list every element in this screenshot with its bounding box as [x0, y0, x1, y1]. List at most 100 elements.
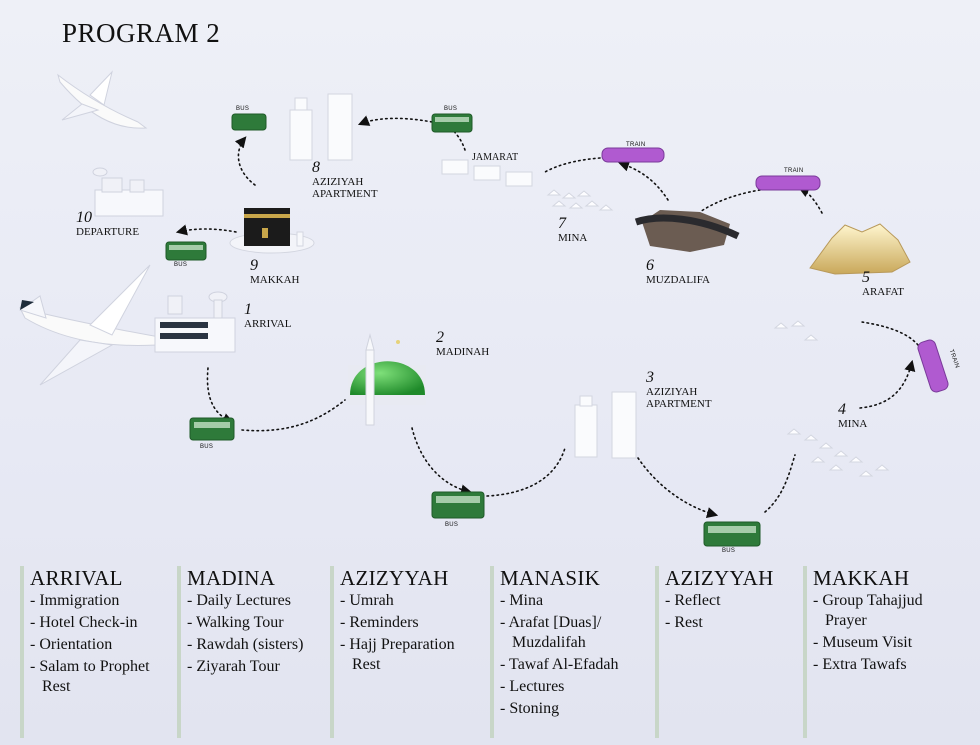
station-3-number: 3 — [646, 369, 654, 386]
route-aziziyah2-to-bus — [234, 136, 256, 186]
station-8-name-line1: AZIZIYAH — [312, 176, 364, 188]
station-7-name: MINA — [558, 232, 588, 244]
bus-tag-6: BUS — [174, 262, 188, 268]
route-muzdalifa-to-train — [617, 160, 669, 201]
station-1-name: ARRIVAL — [244, 318, 292, 330]
station-2-label: 2 MADINAH — [436, 329, 490, 359]
list-item: - Umrah — [340, 592, 394, 609]
list-item: - Extra Tawafs — [813, 656, 907, 673]
station-2-number: 2 — [436, 329, 444, 346]
route-aziziyah-to-bus — [637, 457, 719, 519]
list-item: - Reminders — [340, 614, 419, 631]
station-9-number: 9 — [250, 257, 258, 274]
station-10-name: DEPARTURE — [76, 226, 140, 238]
list-item: - Stoning — [500, 700, 560, 717]
list-item: - Mina — [500, 592, 544, 609]
train-tag-1: TRAIN — [626, 142, 646, 148]
makkah-kaaba — [229, 208, 315, 254]
arafat-mountain — [809, 223, 911, 275]
bus-tag-5: BUS — [236, 106, 250, 112]
route-madinah-to-bus — [411, 427, 473, 496]
train-mina-arafat — [917, 339, 949, 393]
jamarat-walls — [441, 159, 533, 187]
list-item: - Walking Tour — [187, 614, 284, 631]
bus-tag-3: BUS — [722, 548, 736, 554]
column-azizyyah-1: AZIZYYAH - Umrah - Reminders - Hajj Prep… — [330, 566, 490, 738]
mina-tents-7 — [546, 189, 614, 211]
list-item: - Tawaf Al-Efadah — [500, 656, 619, 673]
route-makkah-to-departure — [175, 224, 237, 236]
station-1-number: 1 — [244, 301, 252, 318]
bus-departure — [165, 241, 207, 261]
list-item: - Ziyarah Tour — [187, 658, 280, 675]
list-item: - Rest — [665, 614, 703, 631]
madinah-dome — [348, 333, 426, 426]
list-item: - Salam to Prophet — [30, 658, 150, 675]
route-arrival-to-madinah — [206, 367, 235, 424]
aziziyah-towers-2 — [289, 93, 353, 161]
list-item: - Immigration — [30, 592, 120, 609]
list-item: - Orientation — [30, 636, 113, 653]
station-6-name: MUZDALIFA — [646, 274, 710, 286]
column-azizyyah-2: AZIZYYAH - Reflect - Rest — [655, 566, 803, 738]
list-item: - Daily Lectures — [187, 592, 291, 609]
list-item: - Reflect — [665, 592, 721, 609]
list-item: - Museum Visit — [813, 634, 913, 651]
aziziyah-towers — [574, 391, 637, 459]
station-4-name: MINA — [838, 418, 868, 430]
route-train-to-muzdalifa — [699, 189, 761, 213]
station-2-name: MADINAH — [436, 346, 490, 358]
jamarat-label: JAMARAT — [472, 152, 519, 163]
list-item: Rest — [42, 678, 71, 695]
list-item: - Lectures — [500, 678, 565, 695]
station-3-label: 3 AZIZIYAH APARTMENT — [646, 369, 712, 411]
station-7-label: 7 MINA — [558, 215, 588, 245]
bus-tag-4: BUS — [444, 106, 458, 112]
route-bus-to-aziziyah2 — [357, 115, 433, 126]
station-5-label: 5 ARAFAT — [862, 269, 904, 299]
list-item: - Arafat [Duas]/ — [500, 614, 602, 631]
list-item: Prayer — [825, 612, 867, 629]
route-bus-to-mina — [764, 454, 796, 513]
station-4-label: 4 MINA — [838, 402, 868, 431]
arrival-terminal — [154, 291, 236, 353]
page-title: PROGRAM 2 — [62, 18, 221, 48]
column-makkah: MAKKAH - Group Tahajjud Prayer - Museum … — [803, 566, 973, 738]
list-item: - Group Tahajjud — [813, 592, 923, 609]
list-item: - Hotel Check-in — [30, 614, 138, 631]
bus-jamarat — [431, 113, 473, 133]
list-item: Muzdalifah — [512, 634, 586, 651]
departure-terminal — [92, 167, 164, 217]
route-arafat-to-train — [797, 186, 823, 214]
station-8-number: 8 — [312, 159, 320, 176]
station-6-number: 6 — [646, 257, 654, 274]
route-bus-to-madinah — [241, 399, 346, 432]
station-1-label: 1 ARRIVAL — [244, 301, 292, 331]
station-10-number: 10 — [76, 209, 92, 226]
route-bus-to-aziziyah — [486, 447, 566, 497]
column-arrival: ARRIVAL - Immigration - Hotel Check-in -… — [20, 566, 180, 738]
train-tag-2: TRAIN — [784, 168, 804, 174]
route-train-to-mina-tents — [861, 321, 919, 346]
route-mina-to-train — [859, 359, 916, 409]
column-heading: MADINA — [187, 566, 276, 590]
list-item: - Rawdah (sisters) — [187, 636, 304, 653]
program-columns: ARRIVAL - Immigration - Hotel Check-in -… — [0, 566, 980, 745]
station-3-name-line1: AZIZIYAH — [646, 386, 698, 398]
journey-diagram — [18, 70, 949, 547]
muzdalifa-ground — [634, 210, 740, 252]
station-6-label: 6 MUZDALIFA — [646, 257, 710, 287]
station-3-name-line2: APARTMENT — [646, 398, 712, 410]
mina-tents-4 — [773, 320, 890, 477]
bus-tag-1: BUS — [200, 444, 214, 450]
bus-arrival — [189, 417, 235, 441]
departure-airplane — [57, 70, 148, 129]
station-9-name: MAKKAH — [250, 274, 300, 286]
station-5-name: ARAFAT — [862, 286, 904, 298]
train-muzdalifa-mina — [601, 147, 665, 163]
station-5-number: 5 — [862, 269, 870, 286]
station-7-number: 7 — [558, 215, 566, 232]
column-heading: AZIZYYAH — [340, 566, 449, 590]
column-heading: ARRIVAL — [30, 566, 123, 590]
column-heading: MANASIK — [500, 566, 601, 590]
